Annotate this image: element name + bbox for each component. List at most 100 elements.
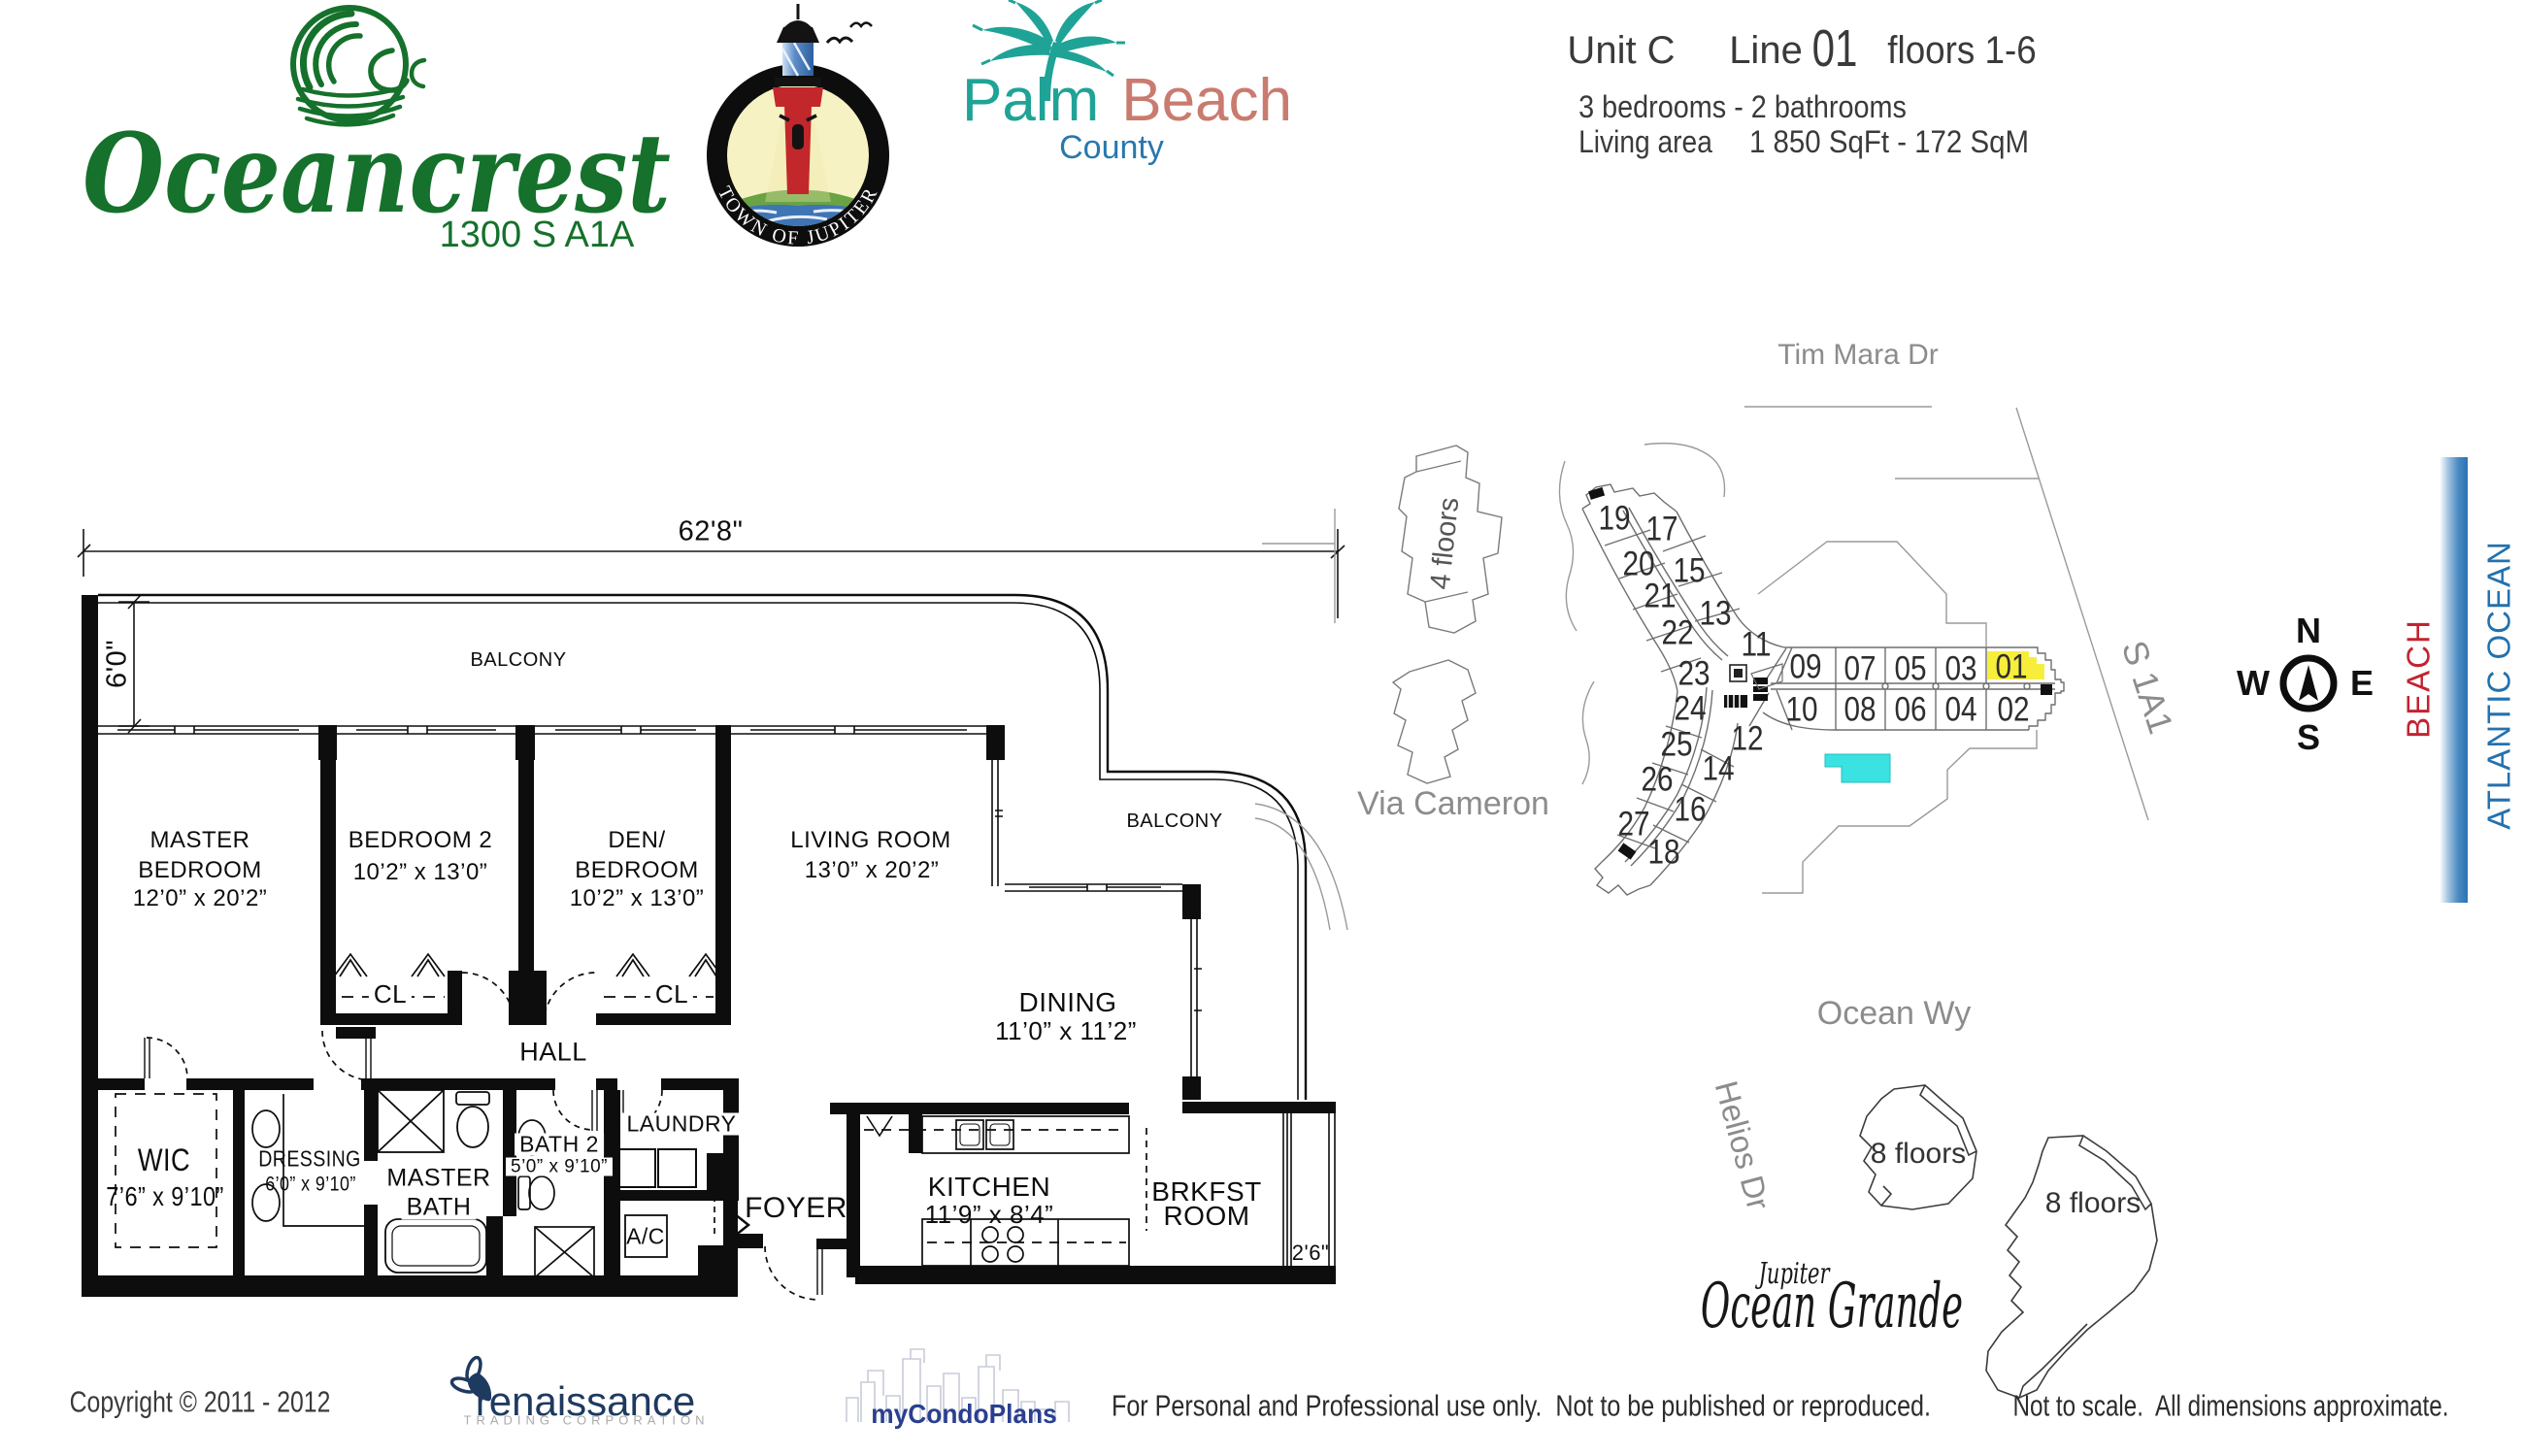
unit-13: 13	[1699, 594, 1732, 633]
birds-icon	[825, 36, 854, 45]
unit-11: 11	[1741, 625, 1772, 664]
street-ocean-wy: Ocean Wy	[1816, 995, 1972, 1032]
unit-03: 03	[1944, 649, 1977, 688]
living-area-value: 1 850 SqFt - 172 SqM	[1748, 124, 2030, 159]
compass-s: S	[2296, 717, 2321, 757]
street-via-cameron: Via Cameron	[1357, 785, 1549, 822]
atlantic-ocean-label: ATLANTIC OCEAN	[2480, 541, 2517, 830]
beds-baths: 3 bedrooms - 2 bathrooms	[1578, 89, 1907, 124]
unit-08: 08	[1843, 690, 1876, 729]
renaissance-wordmark: renaissance	[475, 1378, 696, 1424]
dining-dims: 11’0” x 11’2”	[995, 1016, 1137, 1045]
unit-21: 21	[1644, 577, 1677, 615]
balcony-top-label: BALCONY	[470, 649, 567, 671]
renaissance-logo-icon	[449, 1355, 492, 1402]
pool	[1824, 753, 1891, 783]
building-8-floors-a	[1859, 1084, 1977, 1210]
unit-23: 23	[1677, 654, 1710, 693]
street-tim-mara: Tim Mara Dr	[1777, 339, 1939, 371]
master-bedroom-label: MASTER	[149, 827, 250, 853]
foyer-label: FOYER	[745, 1192, 847, 1224]
oceancrest-wordmark: Oceancrest	[83, 111, 671, 238]
wic-dims: 7’6” x 9’10”	[106, 1181, 224, 1211]
brkfst-label2: ROOM	[1163, 1201, 1250, 1231]
unit-07: 07	[1843, 649, 1876, 688]
bedroom2-label: BEDROOM 2	[348, 827, 493, 853]
unit-18: 18	[1647, 833, 1680, 872]
dim-side-bay: 2'6"	[1291, 1241, 1330, 1265]
unit-27: 27	[1617, 805, 1650, 844]
living-area-label: Living area	[1578, 124, 1712, 159]
palm-tree-icon	[972, 0, 1125, 101]
master-bedroom-dims: 12’0” x 20’2”	[132, 885, 268, 911]
building-4-floors-outline	[1398, 445, 1503, 634]
brkfst-label: BRKFST	[1151, 1176, 1262, 1207]
master-bedroom-label2: BEDROOM	[138, 857, 262, 883]
disclaimer: Not to scale. All dimensions approximate…	[2012, 1388, 2449, 1423]
hub-core-icons	[1724, 663, 1783, 708]
building-y-lower-arm	[1594, 686, 1739, 896]
dimension-lines	[77, 529, 1345, 734]
mycondoplans-wordmark: myCondoPlans	[871, 1399, 1057, 1429]
unit-09: 09	[1789, 647, 1822, 686]
usage-note: For Personal and Professional use only. …	[1111, 1388, 1932, 1423]
label-8-floors-a: 8 floors	[1870, 1138, 1967, 1170]
dressing-label: DRESSING	[258, 1145, 361, 1172]
unit-19: 19	[1598, 499, 1631, 538]
living-room-label: LIVING ROOM	[790, 827, 951, 853]
dressing-dims: 6’0” x 9’10”	[265, 1173, 356, 1196]
bath2-dims: 5’0” x 9’10”	[506, 1157, 613, 1176]
unit-14: 14	[1702, 749, 1735, 788]
bath2-label: BATH 2	[515, 1133, 604, 1156]
unit-10: 10	[1785, 690, 1818, 729]
unit-05: 05	[1894, 649, 1927, 688]
master-bath-label: MASTER	[382, 1166, 496, 1191]
ac-label: A/C	[626, 1223, 665, 1249]
floor-plan-drawing	[77, 529, 1345, 1301]
label-8-floors-b: 8 floors	[2044, 1187, 2142, 1219]
building-y-upper-arm	[1581, 483, 1785, 692]
oceancrest-address: 1300 S A1A	[439, 215, 635, 255]
walls	[82, 595, 1336, 1297]
compass-e: E	[2349, 663, 2375, 703]
unit-25: 25	[1660, 725, 1693, 764]
den-label: DEN/	[608, 827, 666, 853]
unit-15: 15	[1673, 551, 1706, 590]
palm-beach-county: County	[1059, 129, 1164, 166]
building-small-outline	[1391, 659, 1477, 784]
unit-16: 16	[1674, 790, 1707, 829]
unit-02: 02	[1997, 690, 2030, 729]
kitchen-label: KITCHEN	[927, 1172, 1051, 1202]
unit-20: 20	[1622, 545, 1655, 583]
resort-jupiter: Jupiter	[1758, 1257, 1830, 1291]
floors-label: floors 1-6	[1887, 29, 2037, 72]
unit-24: 24	[1674, 689, 1707, 728]
unit-06: 06	[1894, 690, 1927, 729]
compass-icon	[2279, 654, 2338, 712]
kitchen-dims: 11’9” x 8’4”	[924, 1200, 1054, 1229]
dim-balcony-depth: 6'0"	[101, 639, 133, 689]
building-8-floors-b	[1985, 1135, 2158, 1399]
balcony-right-label: BALCONY	[1126, 811, 1223, 832]
bedroom2-dims: 10’2” x 13’0”	[352, 859, 488, 885]
dim-overall-width: 62'8"	[673, 517, 748, 546]
mycondoplans-logo-skyline	[846, 1348, 1070, 1422]
building-y-east-arm	[1748, 646, 2065, 731]
unit-17: 17	[1645, 510, 1678, 548]
line-number: 01	[1811, 19, 1858, 78]
town-of-jupiter-seal-icon: TOWN OF JUPITER	[707, 4, 889, 249]
compass-w: W	[2237, 663, 2270, 703]
den-label2: BEDROOM	[575, 857, 699, 883]
renaissance-subtitle: TRADING CORPORATION	[463, 1412, 710, 1428]
unit-04: 04	[1944, 690, 1977, 729]
laundry-label: LAUNDRY	[621, 1112, 742, 1136]
unit-01-highlight	[1987, 651, 2044, 679]
closet1-label: CL	[368, 981, 413, 1007]
unit-26: 26	[1641, 760, 1674, 799]
living-room-dims: 13’0” x 20’2”	[804, 857, 940, 883]
unit-12: 12	[1731, 719, 1764, 758]
oceancrest-logo-icon	[290, 5, 427, 127]
